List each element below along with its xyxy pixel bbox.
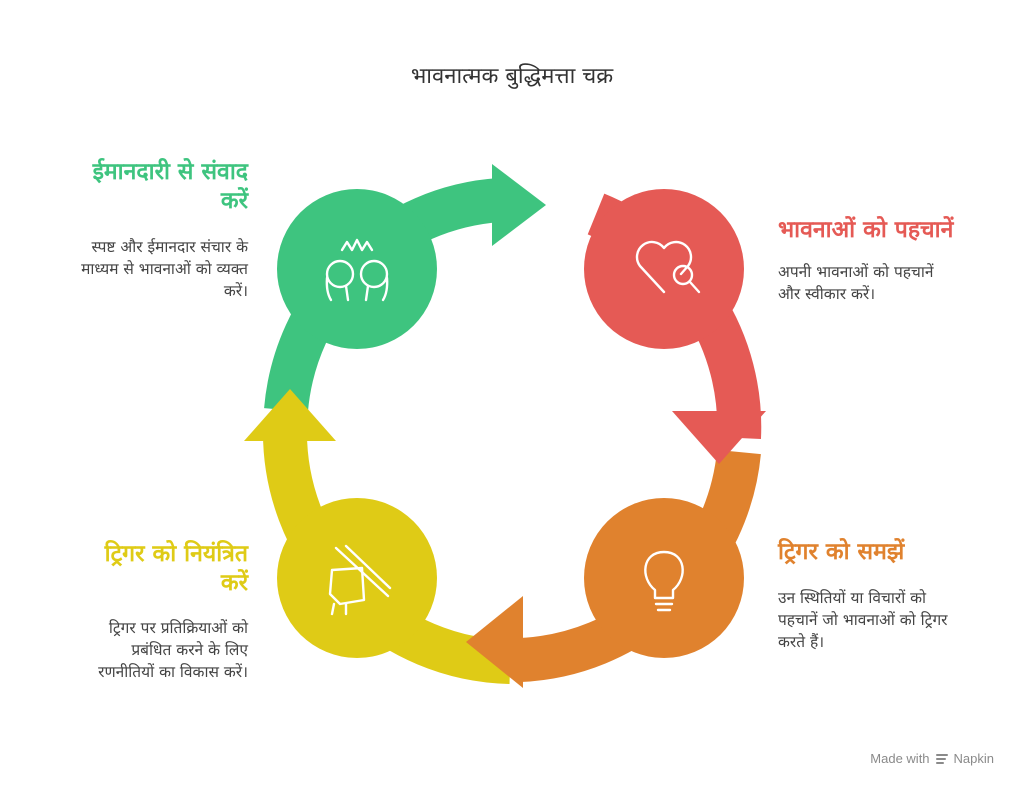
desc-recognize: अपनी भावनाओं को पहचानें और स्वीकार करें। (778, 263, 934, 303)
heart-magnifier-icon (635, 240, 701, 294)
arrow-head-red (672, 411, 766, 464)
arrow-head-green (492, 164, 546, 246)
footer-brand: Napkin (953, 751, 994, 766)
diagram-title: भावनात्मक बुद्धिमत्ता चक्र (410, 64, 614, 89)
heading-recognize: भावनाओं को पहचानें (778, 217, 954, 243)
heading-communicate: ईमानदारी से संवाद करें (92, 159, 248, 214)
node-control (277, 498, 437, 658)
hand-grip-icon (328, 544, 392, 616)
heading-control: ट्रिगर को नियंत्रित करें (104, 541, 248, 596)
desc-control: ट्रिगर पर प्रतिक्रियाओं को प्रबंधित करने… (98, 619, 248, 681)
footer-credit: Made with Napkin (870, 751, 994, 766)
napkin-logo-icon (935, 753, 948, 764)
desc-communicate: स्पष्ट और ईमानदार संचार के माध्यम से भाव… (81, 238, 248, 300)
node-communicate (277, 189, 437, 349)
node-understand (584, 498, 744, 658)
arrow-head-yellow (244, 389, 336, 441)
footer-made-with: Made with (870, 751, 930, 766)
node-recognize (584, 189, 744, 349)
lightbulb-icon (644, 550, 684, 612)
two-heads-icon (325, 238, 389, 302)
desc-understand: उन स्थितियों या विचारों को पहचानें जो भा… (778, 589, 948, 651)
arrow-head-orange (466, 596, 523, 688)
heading-understand: ट्रिगर को समझें (778, 539, 905, 565)
